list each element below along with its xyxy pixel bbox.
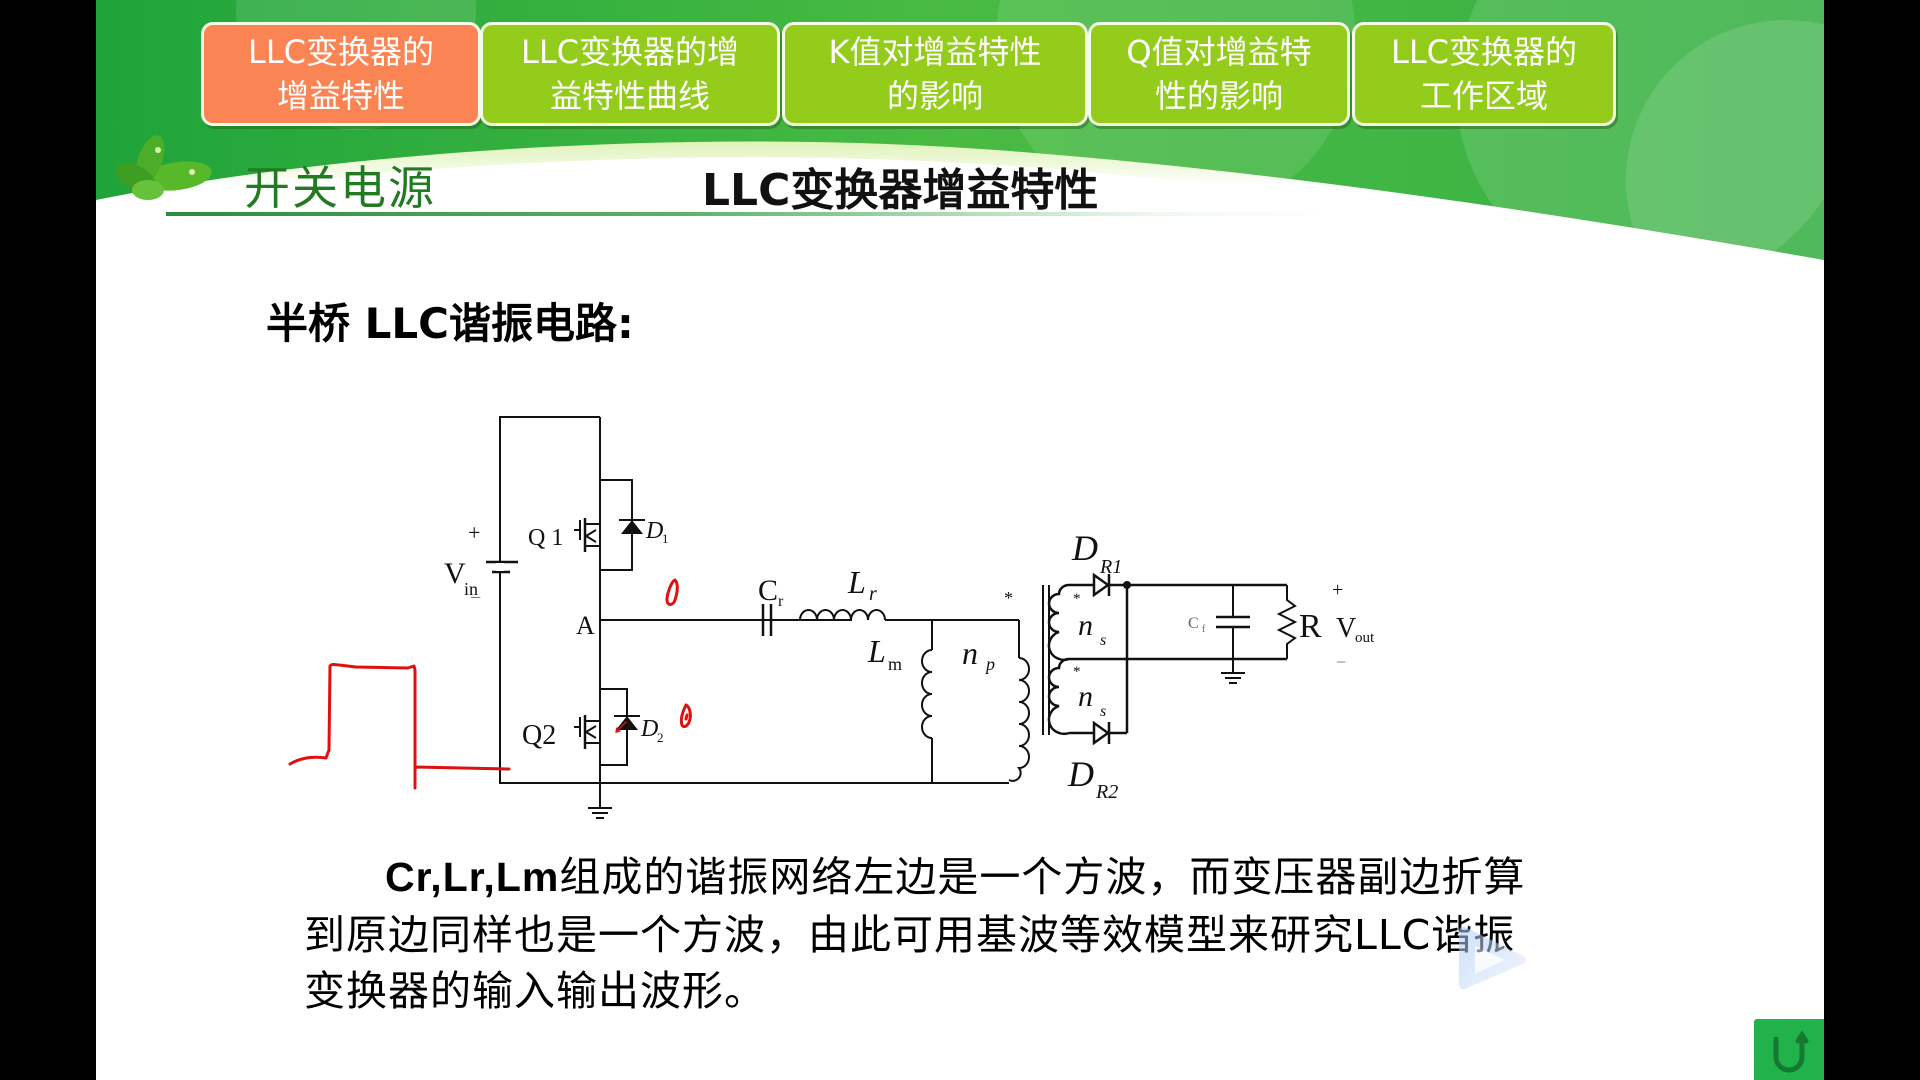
dr2-label: D bbox=[1067, 754, 1094, 794]
square-wave-sketch bbox=[288, 662, 511, 790]
tab-llc-operating-region[interactable]: LLC变换器的 工作区域 bbox=[1352, 22, 1616, 126]
svg-text:out: out bbox=[1355, 630, 1375, 646]
svg-text:2: 2 bbox=[657, 730, 664, 745]
header-divider bbox=[166, 212, 1326, 216]
paragraph-line-3: 变换器的输入输出波形。 bbox=[304, 967, 766, 1015]
svg-text:−: − bbox=[1336, 652, 1346, 672]
corner-return-button[interactable] bbox=[1754, 1019, 1824, 1080]
d2-label: D bbox=[640, 716, 658, 742]
tab-q-value-effect[interactable]: Q值对增益特 性的影响 bbox=[1088, 22, 1350, 126]
svg-text:r: r bbox=[869, 583, 877, 605]
tab-label: LLC变换器的 工作区域 bbox=[1390, 33, 1577, 115]
tab-label: LLC变换器的 增益特性 bbox=[247, 33, 434, 115]
svg-text:f: f bbox=[1202, 624, 1206, 635]
slide: LLC变换器的 增益特性 LLC变换器的增 益特性曲线 K值对增益特性 的影响 … bbox=[96, 0, 1824, 1080]
lm-label: L bbox=[867, 633, 886, 669]
page-title: LLC变换器增益特性 bbox=[702, 165, 1099, 216]
vin-label: V bbox=[444, 557, 466, 590]
tab-label: K值对增益特性 的影响 bbox=[828, 33, 1042, 115]
ns1-label: n bbox=[1078, 609, 1093, 642]
r-label: R bbox=[1299, 608, 1322, 645]
brand-label: 开关电源 bbox=[244, 161, 436, 215]
svg-text:s: s bbox=[1100, 703, 1106, 720]
q2-label: Q2 bbox=[522, 720, 556, 751]
dr1-label: D bbox=[1071, 528, 1098, 568]
ns2-label: n bbox=[1078, 680, 1093, 713]
llc-circuit-diagram: V in + − Q 1 D 1 A Q2 bbox=[288, 416, 1375, 819]
svg-text:in: in bbox=[464, 579, 478, 599]
paragraph-line-1: Cr,Lr,Lm组成的谐振网络左边是一个方波，而变压器副边折算 bbox=[385, 853, 1526, 901]
svg-text:R1: R1 bbox=[1099, 556, 1122, 578]
svg-text:R2: R2 bbox=[1095, 781, 1118, 803]
svg-text:+: + bbox=[468, 520, 480, 545]
svg-text:s: s bbox=[1100, 632, 1106, 649]
tab-llc-gain-characteristics[interactable]: LLC变换器的 增益特性 bbox=[201, 22, 481, 126]
np-label: n bbox=[962, 635, 978, 671]
u-turn-icon bbox=[1773, 1030, 1809, 1073]
leaf-logo-icon bbox=[116, 135, 212, 200]
svg-text:1: 1 bbox=[662, 531, 669, 546]
play-watermark-icon bbox=[1459, 926, 1526, 990]
section-heading: 半桥 LLC谐振电路: bbox=[266, 299, 634, 348]
svg-text:r: r bbox=[778, 593, 784, 610]
node-a-label: A bbox=[576, 611, 595, 640]
secondary-dot-top: * bbox=[1073, 591, 1081, 607]
paragraph-line-2: 到原边同样也是一个方波，由此可用基波等效模型来研究LLC谐振 bbox=[304, 911, 1516, 959]
current-mark-bottom bbox=[679, 703, 692, 729]
tab-llc-gain-curve[interactable]: LLC变换器的增 益特性曲线 bbox=[480, 22, 780, 126]
primary-dot: * bbox=[1004, 588, 1013, 608]
svg-text:m: m bbox=[888, 654, 902, 674]
svg-text:+: + bbox=[1332, 579, 1343, 601]
arrow-mark bbox=[615, 721, 627, 733]
handwritten-annotations bbox=[288, 578, 692, 790]
paragraph-lead: Cr,Lr,Lm bbox=[385, 854, 560, 900]
tab-label: LLC变换器的增 益特性曲线 bbox=[520, 33, 739, 115]
current-mark-top bbox=[665, 578, 679, 606]
cr-label: C bbox=[758, 574, 778, 607]
cf-label: C bbox=[1188, 615, 1199, 632]
svg-text:−: − bbox=[470, 587, 481, 609]
tab-label: Q值对增益特 性的影响 bbox=[1126, 33, 1312, 115]
svg-text:p: p bbox=[984, 654, 995, 674]
vout-label: V bbox=[1336, 613, 1356, 644]
tab-k-value-effect[interactable]: K值对增益特性 的影响 bbox=[782, 22, 1088, 126]
d1-label: D bbox=[645, 518, 663, 544]
q1-label: Q 1 bbox=[528, 525, 563, 551]
secondary-dot-bottom: * bbox=[1073, 664, 1081, 680]
lr-label: L bbox=[847, 564, 866, 600]
